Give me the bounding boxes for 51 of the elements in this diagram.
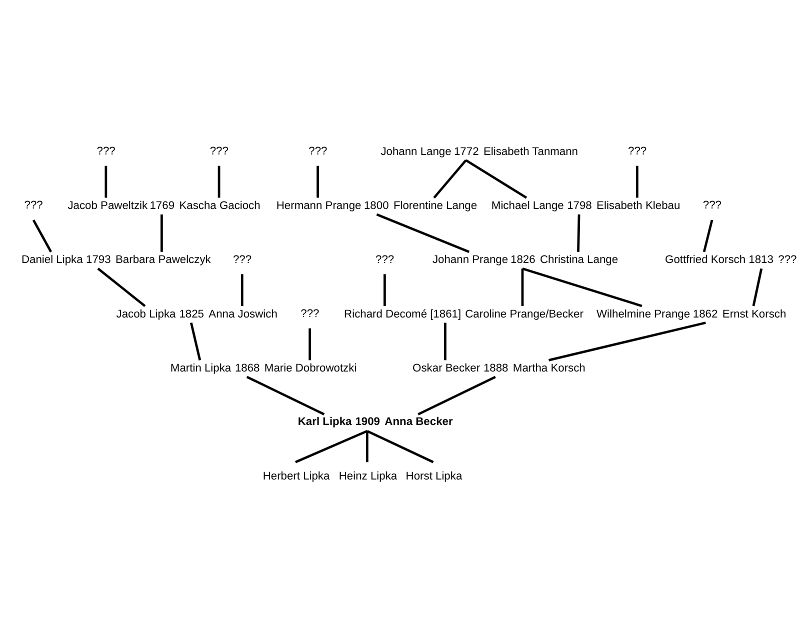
connector (32, 218, 52, 252)
connector (433, 159, 467, 198)
node-text: ??? (702, 199, 722, 212)
node-text: Horst Lipka (406, 470, 462, 482)
connector (104, 165, 108, 198)
node-text: Wilhelmine Prange 1862 Ernst Korsch (596, 308, 786, 320)
node-text: Hermann Prange 1800 Florentine Lange (276, 200, 478, 212)
node-text: ??? (24, 199, 43, 212)
connector (97, 267, 146, 306)
connector (522, 266, 642, 307)
node-text: Jacob Lipka 1825 Anna Joswich (116, 308, 278, 320)
node-text: Herbert Lipka (262, 470, 330, 482)
node-text: Richard Decomé [1861] Caroline Prange/Becker (344, 308, 584, 320)
connector (577, 214, 580, 252)
connector (218, 165, 220, 198)
node-text: Oskar Becker 1888 Martha Korsch (412, 362, 586, 374)
node-text: Johann Lange 1772 Elisabeth Tanmann (380, 145, 578, 158)
node-text: ??? (210, 144, 228, 157)
node-text: ??? (308, 144, 328, 157)
connector (246, 375, 325, 415)
connector (240, 274, 244, 306)
node-text: ??? (300, 307, 320, 320)
node-text: Jacob Paweltzik 1769 Kascha Gacioch (68, 200, 260, 212)
connector (160, 214, 163, 252)
connector (636, 165, 638, 198)
connector (316, 165, 319, 198)
connector (295, 429, 368, 463)
node-text: ??? (96, 144, 116, 157)
connector (190, 322, 202, 360)
node-text: Gottfried Korsch 1813 ??? (665, 254, 797, 266)
connector (376, 212, 470, 252)
node-text: Martin Lipka 1868 Marie Dobrowotzki (170, 362, 357, 374)
node-text: Daniel Lipka 1793 Barbara Pawelczyk (22, 254, 211, 266)
connector (465, 158, 528, 198)
node-text: Heinz Lipka (338, 470, 398, 482)
node-text: Michael Lange 1798 Elisabeth Klebau (491, 200, 680, 212)
connector (366, 430, 368, 462)
connector (548, 321, 706, 361)
connector (752, 268, 763, 306)
connector (384, 274, 386, 306)
node-text: Johann Prange 1826 Christina Lange (432, 254, 618, 266)
connector (366, 430, 434, 463)
node-text: ??? (628, 144, 647, 157)
connector (444, 322, 446, 360)
connector (418, 375, 496, 415)
node-text: ??? (376, 253, 394, 266)
connector (521, 268, 524, 306)
connector (308, 328, 312, 360)
node-text: ??? (232, 253, 252, 266)
node-text: Karl Lipka 1909 Anna Becker (298, 415, 453, 428)
connector (702, 219, 714, 252)
